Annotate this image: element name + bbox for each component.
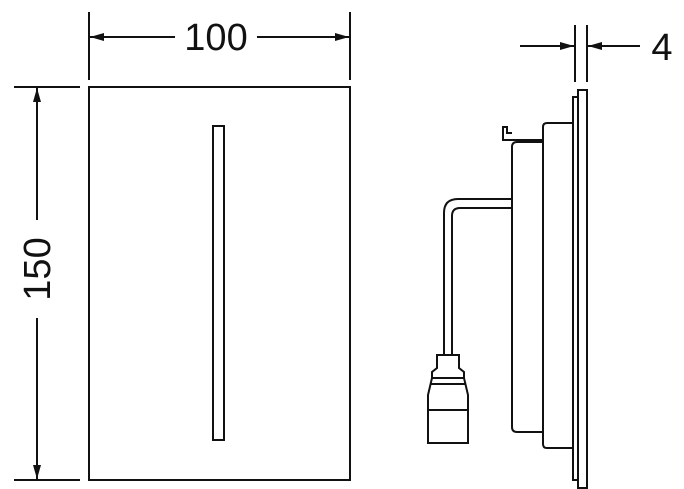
connector-head [431,354,465,379]
height-label: 150 [17,237,59,300]
housing-step [542,122,573,449]
mounting-hook [502,126,543,141]
width-dimension [88,12,351,80]
connector-body [427,377,469,444]
front-view [88,86,351,481]
width-label: 100 [184,17,247,59]
depth-label: 4 [651,27,672,69]
side-view [427,89,588,489]
inner-plate [572,96,579,481]
housing-body [511,141,543,433]
cover-plate [577,89,588,489]
depth-dimension [520,25,640,82]
sensor-slot [212,125,225,441]
front-plate [88,86,351,481]
cable [443,198,512,355]
height-dimension [14,86,80,481]
